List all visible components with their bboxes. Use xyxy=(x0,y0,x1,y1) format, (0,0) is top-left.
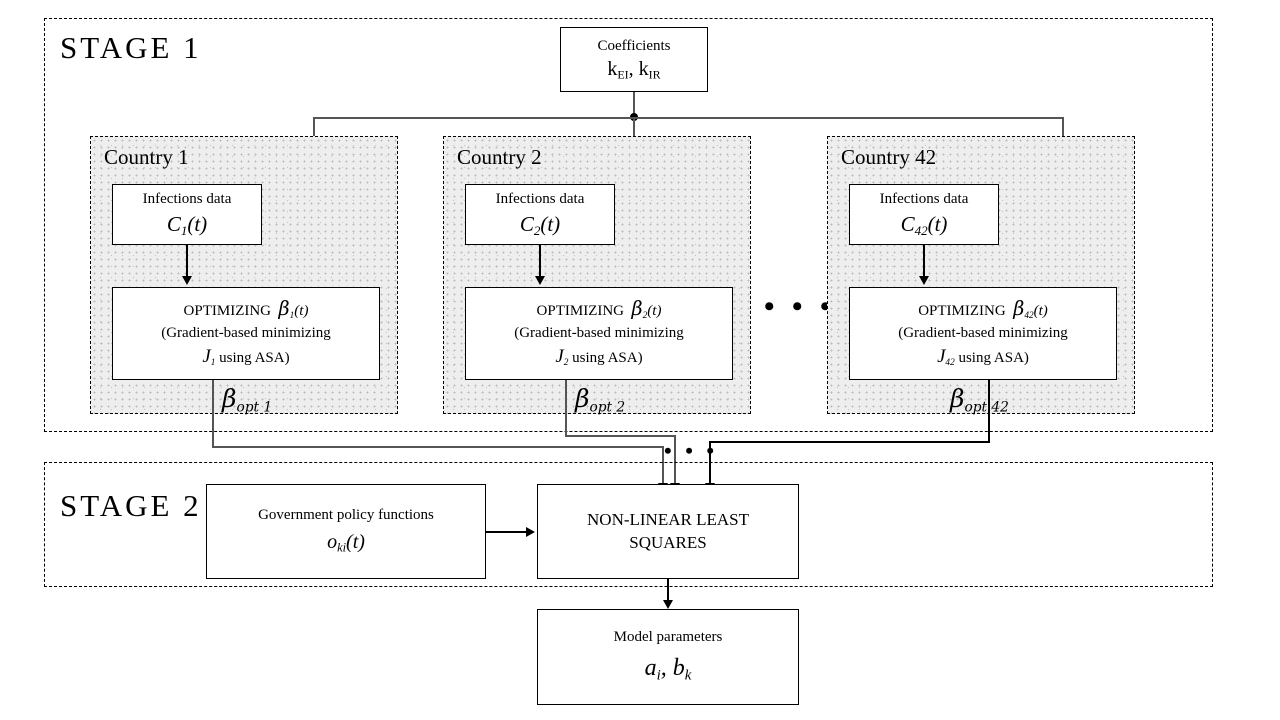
stage-1-title: STAGE 1 xyxy=(60,30,202,65)
infections-data-title-42: Infections data xyxy=(879,191,969,208)
optimizing-method-2: (Gradient-based minimizing xyxy=(514,325,684,342)
nlls-to-model-line xyxy=(667,579,669,605)
beta-opt-2-run xyxy=(565,435,675,437)
country-ellipsis-stage-1: • • • xyxy=(764,290,836,323)
policy-to-nlls-arrow xyxy=(526,527,535,537)
optimizing-method-1: (Gradient-based minimizing xyxy=(161,325,331,342)
non-linear-least-squares-box: NON-LINEAR LEAST SQUARES xyxy=(537,484,799,579)
optimizing-box-42: OPTIMIZING β42(t) (Gradient-based minimi… xyxy=(849,287,1117,380)
infections-to-optimizer-line-42 xyxy=(923,245,925,278)
beta-opt-label-42: βopt 42 xyxy=(950,384,1009,416)
beta-opt-ellipsis-stage-2: • • • xyxy=(664,438,719,463)
coefficients-title: Coefficients xyxy=(597,37,671,54)
country-group-42-label: Country 42 xyxy=(841,145,937,169)
infections-data-box-2: Infections data C2(t) xyxy=(465,184,615,245)
optimizing-method-42: (Gradient-based minimizing xyxy=(898,325,1068,342)
policy-to-nlls-line xyxy=(486,531,527,533)
coeff-bus-left xyxy=(313,117,635,119)
beta-opt-1-down xyxy=(662,446,664,485)
infections-data-box-1: Infections data C1(t) xyxy=(112,184,262,245)
optimizing-cost-1: J1 using ASA) xyxy=(202,345,290,368)
infections-to-optimizer-arrow-1 xyxy=(182,276,192,285)
infections-to-optimizer-line-2 xyxy=(539,245,541,278)
beta-opt-42-run xyxy=(709,441,990,443)
coefficients-box: Coefficients kEI, kIR xyxy=(560,27,708,92)
policy-symbol: oki(t) xyxy=(327,531,365,555)
beta-opt-42-down xyxy=(709,441,711,485)
infections-data-symbol-1: C1(t) xyxy=(166,211,208,238)
beta-opt-2-drop xyxy=(565,380,567,436)
beta-opt-label-1: βopt 1 xyxy=(222,384,273,416)
model-parameters-symbols: ai, bk xyxy=(644,655,692,684)
optimizing-title-42: OPTIMIZING β42(t) xyxy=(918,297,1048,322)
coeff-stem xyxy=(633,92,635,118)
beta-opt-1-run xyxy=(212,446,663,448)
beta-opt-label-2: βopt 2 xyxy=(575,384,626,416)
beta-opt-2-down xyxy=(674,435,676,485)
coefficients-symbols: kEI, kIR xyxy=(607,57,661,81)
infections-data-symbol-2: C2(t) xyxy=(519,211,561,238)
optimizing-title-2: OPTIMIZING β2(t) xyxy=(536,297,662,322)
nlls-line-1: NON-LINEAR LEAST xyxy=(587,509,749,529)
country-group-2-label: Country 2 xyxy=(457,145,542,169)
infections-to-optimizer-arrow-42 xyxy=(919,276,929,285)
optimizing-title-1: OPTIMIZING β1(t) xyxy=(183,297,309,322)
stage-1-container xyxy=(44,18,1213,432)
optimizing-cost-2: J2 using ASA) xyxy=(555,345,643,368)
infections-data-title-1: Infections data xyxy=(142,191,232,208)
infections-data-symbol-42: C42(t) xyxy=(900,211,948,238)
optimizing-cost-42: J42 using ASA) xyxy=(937,345,1029,368)
beta-opt-42-drop xyxy=(988,380,990,442)
model-parameters-box: Model parameters ai, bk xyxy=(537,609,799,705)
government-policy-functions-box: Government policy functions oki(t) xyxy=(206,484,486,579)
nlls-to-model-arrow xyxy=(663,600,673,609)
stage-2-title: STAGE 2 xyxy=(60,488,202,523)
nlls-line-2: SQUARES xyxy=(629,533,707,552)
country-group-1-label: Country 1 xyxy=(104,145,189,169)
infections-data-title-2: Infections data xyxy=(495,191,585,208)
infections-data-box-42: Infections data C42(t) xyxy=(849,184,999,245)
stage-2-container xyxy=(44,462,1213,587)
infections-to-optimizer-arrow-2 xyxy=(535,276,545,285)
model-parameters-title: Model parameters xyxy=(613,628,723,645)
policy-title: Government policy functions xyxy=(258,507,434,524)
coeff-bus-right xyxy=(633,117,1063,119)
beta-opt-1-drop xyxy=(212,380,214,447)
optimizing-box-2: OPTIMIZING β2(t) (Gradient-based minimiz… xyxy=(465,287,733,380)
infections-to-optimizer-line-1 xyxy=(186,245,188,278)
optimizing-box-1: OPTIMIZING β1(t) (Gradient-based minimiz… xyxy=(112,287,380,380)
